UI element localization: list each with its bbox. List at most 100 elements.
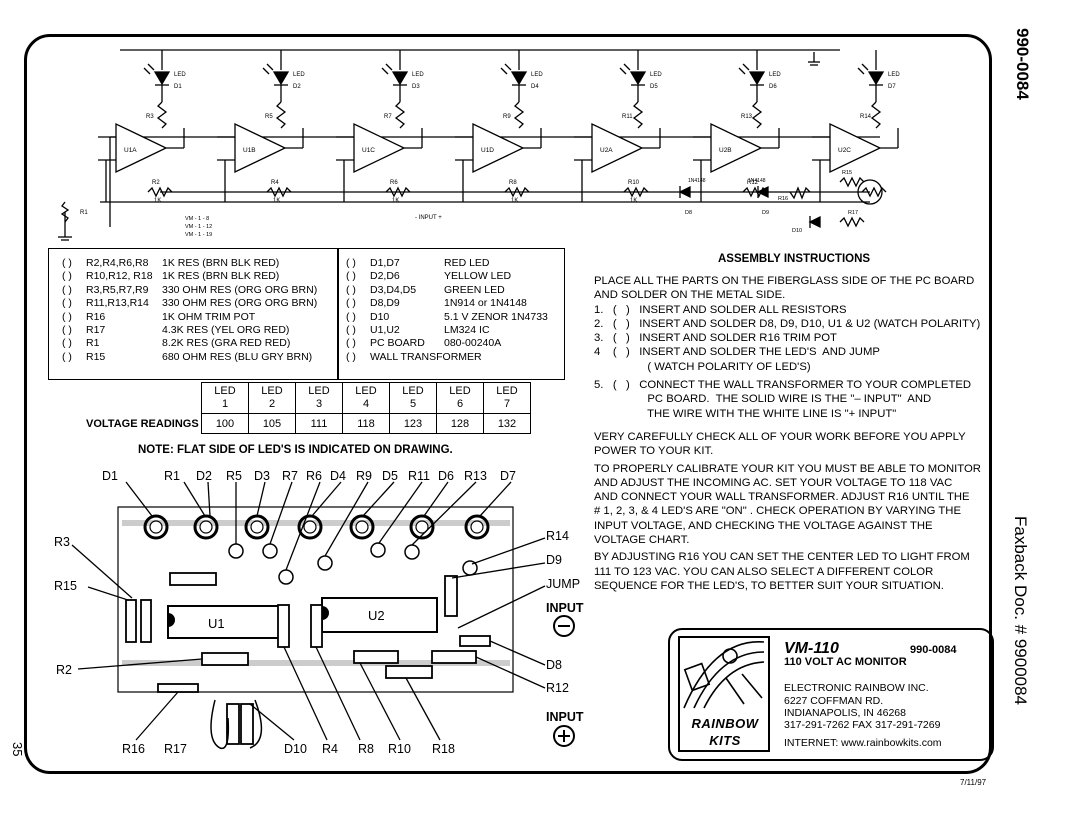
part-check[interactable]: ( ) (346, 337, 356, 350)
opamp-symbol (710, 122, 763, 174)
circuit-schematic: LEDD1U1AR3R21KLEDD2U1BR5R41KLEDD3U1CR7R6… (58, 49, 900, 241)
voltage-value: 100 (201, 413, 249, 434)
product-description: 110 VOLT AC MONITOR (784, 656, 907, 668)
pcb-label-r18: R18 (432, 742, 455, 756)
r15-part: R15 (842, 170, 852, 176)
part-ref: D3,D4,D5 (370, 283, 417, 296)
part-ref: WALL TRANSFORMER (370, 350, 482, 363)
part-check[interactable]: ( ) (346, 270, 356, 283)
opamp-symbol (115, 122, 168, 174)
part-check[interactable]: ( ) (62, 310, 72, 323)
part-check[interactable]: ( ) (62, 283, 72, 296)
part-desc: 680 OHM RES (BLU GRY BRN) (162, 350, 313, 363)
pcb-label-r14: R14 (546, 529, 569, 543)
flat-side-note: NOTE: FLAT SIDE OF LED'S IS INDICATED ON… (138, 444, 453, 456)
instruction-line: 111 TO 123 VAC. YOU CAN ALSO SELECT A DI… (594, 565, 934, 578)
d9-part: D9 (762, 210, 769, 216)
pcb-label-d1: D1 (102, 469, 118, 483)
resistor-label: R3 (146, 114, 154, 120)
voltage-value: 123 (389, 413, 437, 434)
kit-info-box (668, 628, 994, 761)
product-name: VM-110 (784, 640, 839, 657)
part-check[interactable]: ( ) (62, 337, 72, 350)
side-doc-number: 990-0084 (1013, 28, 1032, 100)
pcb-label-r5: R5 (226, 469, 242, 483)
pcb-label-r1: R1 (164, 469, 180, 483)
logo-artwork-icon (683, 641, 765, 709)
resistor-symbol (275, 101, 287, 129)
led-arrow (143, 67, 151, 75)
led-symbol (748, 71, 766, 86)
opamp-label: U1B (243, 147, 256, 154)
pcb-label-d5: D5 (382, 469, 398, 483)
r1-label: R1 (80, 210, 88, 216)
led-num-label: D2 (293, 84, 301, 90)
led-arrow (742, 63, 750, 71)
instruction-line: VERY CAREFULLY CHECK ALL OF YOUR WORK BE… (594, 431, 966, 443)
part-desc: RED LED (444, 257, 490, 269)
pcb-label-r7: R7 (282, 469, 298, 483)
part-check[interactable]: ( ) (346, 310, 356, 323)
company-name: ELECTRONIC RAINBOW INC. (784, 682, 929, 694)
led-ref-label: LED (293, 72, 305, 78)
part-check[interactable]: ( ) (62, 323, 72, 336)
part-check[interactable]: ( ) (346, 297, 356, 310)
opamp-symbol (591, 122, 644, 174)
part-desc: 1K RES (BRN BLK RED) (162, 270, 280, 283)
part-ref: R11,R13,R14 (86, 297, 149, 310)
opamp-symbol (472, 122, 525, 174)
voltage-value: 128 (436, 413, 484, 434)
part-check[interactable]: ( ) (62, 297, 72, 310)
part-check[interactable]: ( ) (62, 270, 72, 283)
instruction-step: THE WIRE WITH THE WHITE LINE IS "+ INPUT… (594, 407, 897, 420)
part-check[interactable]: ( ) (62, 257, 72, 269)
parts-list-divider (337, 248, 339, 380)
pcb-label-r12: R12 (546, 681, 569, 695)
part-desc: 1N914 or 1N4148 (444, 297, 527, 310)
led-symbol (391, 71, 409, 86)
resistor-symbol (156, 101, 168, 129)
resistor-symbol (870, 101, 882, 129)
part-desc: LM324 IC (444, 323, 490, 336)
led-arrow (385, 63, 393, 71)
assembly-instructions-block-1: PLACE ALL THE PARTS ON THE FIBERGLASS SI… (594, 274, 980, 421)
part-check[interactable]: ( ) (346, 350, 356, 363)
instruction-step: 3. ( ) INSERT AND SOLDER R16 TRIM POT (594, 332, 837, 345)
instruction-line: # 1, 2, 3, & 4 LED'S ARE "ON" . CHECK OP… (594, 505, 961, 518)
instruction-line: AND CONNECT YOUR WALL TRANSFORMER. ADJUS… (594, 491, 970, 504)
voltage-readings-label: VOLTAGE READINGS (86, 418, 199, 430)
instruction-line: BY ADJUSTING R16 YOU CAN SET THE CENTER … (594, 551, 970, 564)
part-check[interactable]: ( ) (62, 350, 72, 363)
print-date: 7/11/97 (960, 778, 987, 787)
instruction-step: 4 ( ) INSERT AND SOLDER THE LED'S AND JU… (594, 346, 880, 359)
part-ref: R15 (86, 350, 106, 363)
part-desc: 080-00240A (444, 337, 502, 350)
pcb-label-r11: R11 (408, 469, 430, 483)
led-arrow (738, 67, 746, 75)
logo-text-kits: KITS (709, 733, 741, 748)
resistor-label: R10 (628, 180, 640, 186)
parts-list-box (48, 248, 565, 380)
part-check[interactable]: ( ) (346, 323, 356, 336)
opamp-label: U2B (719, 147, 732, 154)
part-ref: D1,D7 (370, 257, 400, 269)
led-num-label: D5 (650, 84, 658, 90)
d8-part: D8 (685, 210, 692, 216)
part-check[interactable]: ( ) (346, 283, 356, 296)
part-check[interactable]: ( ) (346, 257, 356, 269)
opamp-label: U2C (838, 147, 851, 154)
pcb-label-u1: U1 (208, 616, 225, 631)
led-ref-label: LED (888, 72, 900, 78)
resistor-symbol (385, 186, 411, 198)
part-desc: 330 OHM RES (ORG ORG BRN) (162, 297, 318, 310)
pcb-texture (122, 520, 510, 666)
